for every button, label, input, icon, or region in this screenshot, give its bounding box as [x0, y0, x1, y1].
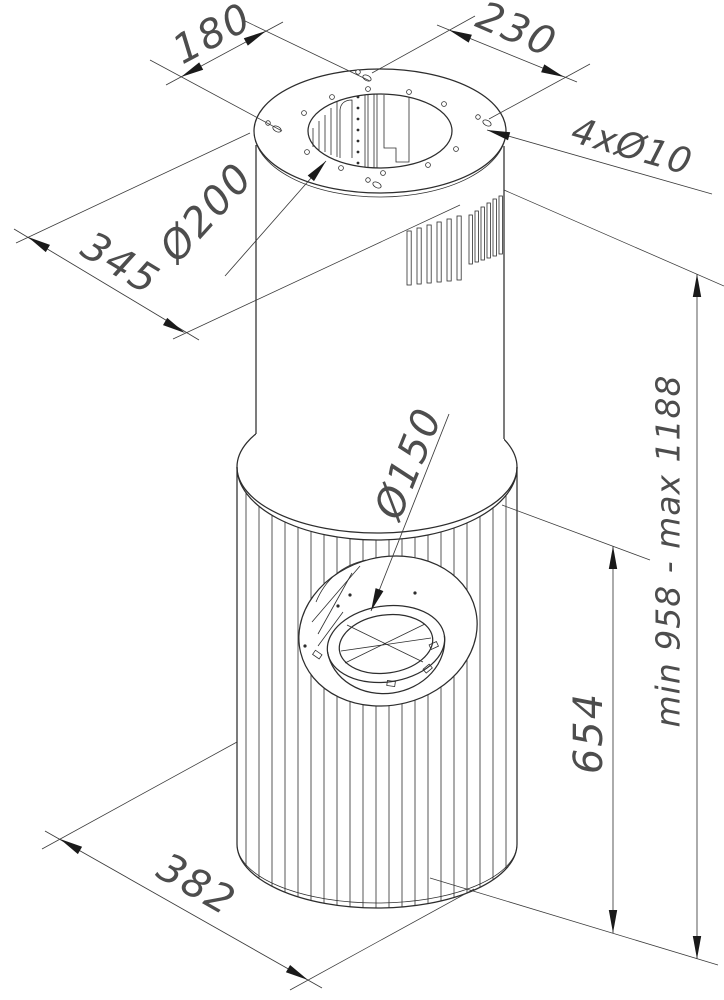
dim-body-height: 654 — [566, 546, 618, 933]
plate-small-holes — [301, 86, 459, 176]
extension-lines — [15, 15, 724, 991]
plate-mounting-hole-pairs — [265, 69, 492, 189]
dim-hole-spacing-b: 230 — [436, 0, 578, 83]
top-duct-opening — [307, 93, 453, 169]
outlet-facet-lines — [311, 559, 367, 647]
vent-slots-right-group — [468, 195, 503, 265]
upper-chimney — [255, 145, 505, 439]
rim-lower-edge — [236, 466, 518, 541]
collar-tabs — [312, 641, 440, 687]
dim-label-382: 382 — [149, 844, 243, 925]
dim-overall-height: min 958 - max 1188 — [649, 274, 702, 959]
side-duct-outlet — [298, 555, 478, 707]
ceiling-mounting-plate — [253, 68, 507, 198]
vent-slots-left-group — [406, 215, 462, 286]
dim-hole-spacing-a: 180 — [165, 0, 284, 86]
dim-label-180: 180 — [165, 0, 259, 74]
dim-label-height-range: min 958 - max 1188 — [649, 375, 688, 728]
damper-flap-lines — [340, 623, 432, 664]
dim-label-654: 654 — [566, 692, 612, 774]
duct-collar — [303, 591, 446, 695]
dim-label-4x10: 4xØ10 — [567, 110, 697, 183]
lower-body-silhouette — [236, 467, 518, 909]
spot-weld-dots — [303, 591, 417, 648]
duct-opening-internals — [312, 94, 410, 168]
dim-mounting-holes: 4xØ10 — [486, 110, 713, 195]
dim-body-diameter: 382 — [44, 830, 323, 989]
